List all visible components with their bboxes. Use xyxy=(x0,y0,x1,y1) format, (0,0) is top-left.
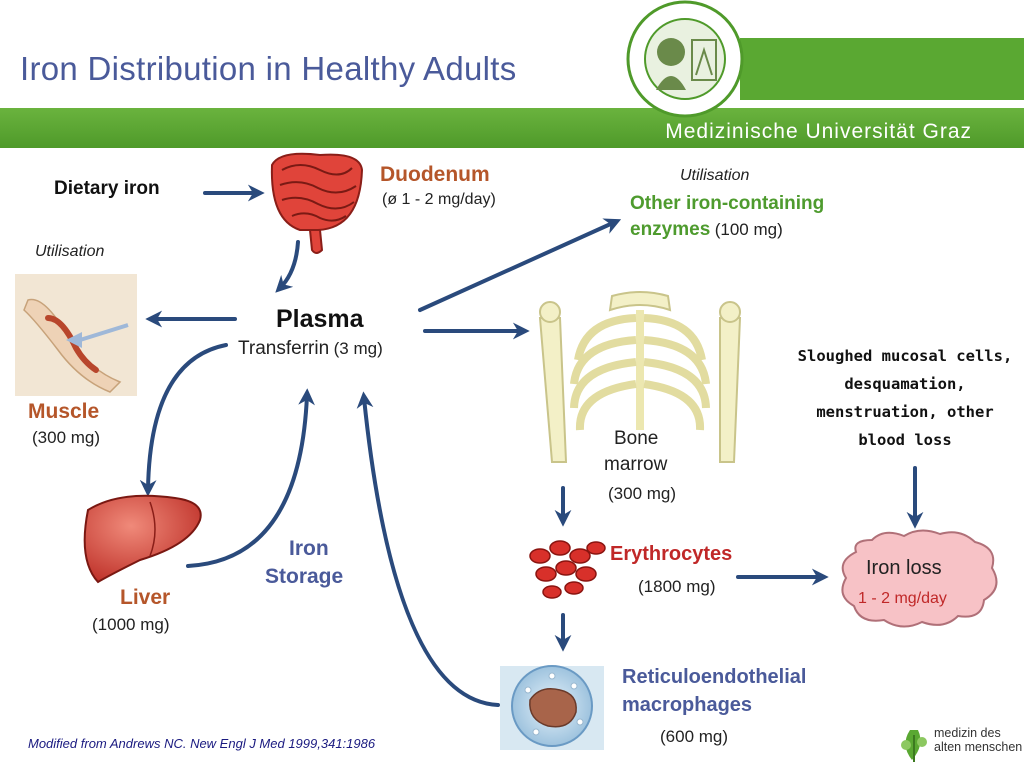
other-enzymes-label-line2-wrap: enzymes (100 mg) xyxy=(630,219,783,241)
muscle-arm-icon xyxy=(15,274,137,396)
plasma-label: Plasma xyxy=(276,305,364,333)
erythrocytes-label: Erythrocytes xyxy=(610,543,733,565)
utilisation-left-label: Utilisation xyxy=(35,243,105,260)
macrophage-icon xyxy=(500,665,604,750)
dietary-iron-label: Dietary iron xyxy=(54,178,160,199)
liver-amount: (1000 mg) xyxy=(92,615,170,634)
iron-loss-cloud xyxy=(841,529,998,628)
arrow-macrophages-to-plasma xyxy=(356,391,500,707)
arrow-duodenum-to-plasma xyxy=(275,240,300,293)
liver-icon xyxy=(83,494,202,584)
plasma-transferrin-label: Transferrin xyxy=(238,338,330,359)
university-name: Medizinische Universität Graz xyxy=(665,120,972,143)
header-green-bar xyxy=(0,108,1024,148)
sloughed-cells-label: Sloughed mucosal cells, desquamation, me… xyxy=(797,347,1013,449)
arrow-liver-to-plasma xyxy=(186,388,315,568)
liver-label: Liver xyxy=(120,586,171,609)
other-enzymes-amount: (100 mg) xyxy=(714,220,783,239)
plasma-transferrin-wrap: Transferrin (3 mg) xyxy=(238,338,383,360)
university-seal-logo xyxy=(626,0,744,118)
bone-marrow-amount: (300 mg) xyxy=(608,484,677,503)
muscle-label: Muscle xyxy=(28,400,100,423)
duodenum-label: Duodenum xyxy=(380,163,490,186)
other-enzymes-label-line1: Other iron-containing xyxy=(630,193,825,214)
duodenum-amount: (ø 1 - 2 mg/day) xyxy=(382,191,496,208)
bone-marrow-label-line1: Bone xyxy=(614,428,659,449)
logo-text: medizin des alten menschen xyxy=(934,726,1023,754)
macrophages-label-line2: macrophages xyxy=(622,694,753,716)
erythrocytes-icon xyxy=(529,540,606,599)
utilisation-right-label: Utilisation xyxy=(680,167,750,184)
iron-storage-label-line2: Storage xyxy=(265,565,344,588)
header-green-band xyxy=(740,38,1024,100)
macrophages-amount: (600 mg) xyxy=(660,727,729,746)
arrow-plasma-to-liver xyxy=(139,343,228,497)
macrophages-label-line1: Reticuloendothelial xyxy=(622,666,807,688)
erythrocytes-amount: (1800 mg) xyxy=(638,577,716,596)
bone-marrow-label-line2: marrow xyxy=(604,454,668,475)
iron-loss-amount: 1 - 2 mg/day xyxy=(858,590,947,607)
plasma-amount: (3 mg) xyxy=(333,339,383,358)
medizin-logo-icon xyxy=(901,730,927,762)
iron-storage-label-line1: Iron xyxy=(289,537,329,560)
other-enzymes-label-line2: enzymes xyxy=(630,219,711,240)
page-title: Iron Distribution in Healthy Adults xyxy=(20,50,517,87)
citation-text: Modified from Andrews NC. New Engl J Med… xyxy=(28,736,376,751)
muscle-amount: (300 mg) xyxy=(32,428,101,447)
intestine-icon xyxy=(270,152,364,254)
rib-cage-icon xyxy=(538,291,742,463)
arrow-plasma-to-enzymes xyxy=(418,218,622,312)
iron-loss-label: Iron loss xyxy=(866,557,942,579)
